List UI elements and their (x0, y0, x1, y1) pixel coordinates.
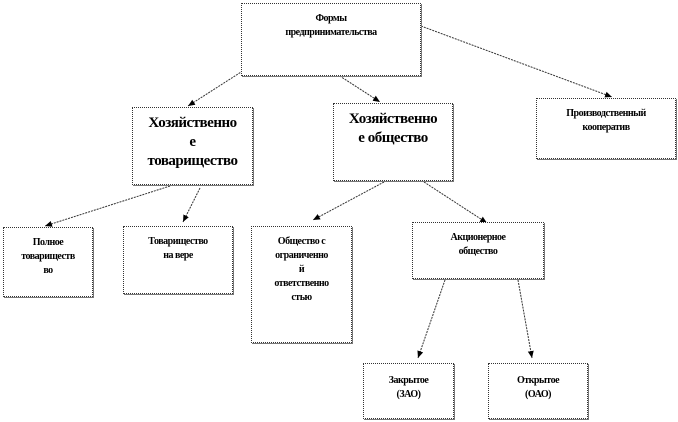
node-jsc: Акционерное общество (412, 222, 544, 279)
arrow-company-jsc (423, 181, 488, 224)
arrow-jsc-open (517, 279, 534, 359)
node-root: Формы предпринимательства (241, 3, 421, 76)
node-company: Хозяйственно е общество (333, 103, 453, 181)
node-full-partnership: Полное товариществ во (3, 227, 93, 297)
node-open-jsc: Открытое (ОАО) (488, 363, 588, 419)
node-partnership: Хозяйственно е товарищество (132, 107, 253, 185)
arrow-root-cooperative (420, 25, 613, 98)
node-llc: Общество с ограниченно й ответственно ст… (251, 226, 352, 343)
arrow-partnership-full (44, 185, 171, 227)
arrow-partnership-limited (182, 187, 201, 223)
arrow-company-llc (312, 181, 385, 221)
node-closed-jsc: Закрытое (ЗАО) (363, 363, 454, 419)
arrow-jsc-closed (417, 279, 446, 359)
node-limited-partnership: Товарищество на вере (123, 226, 233, 294)
node-cooperative: Производственный кооператив (536, 98, 676, 159)
